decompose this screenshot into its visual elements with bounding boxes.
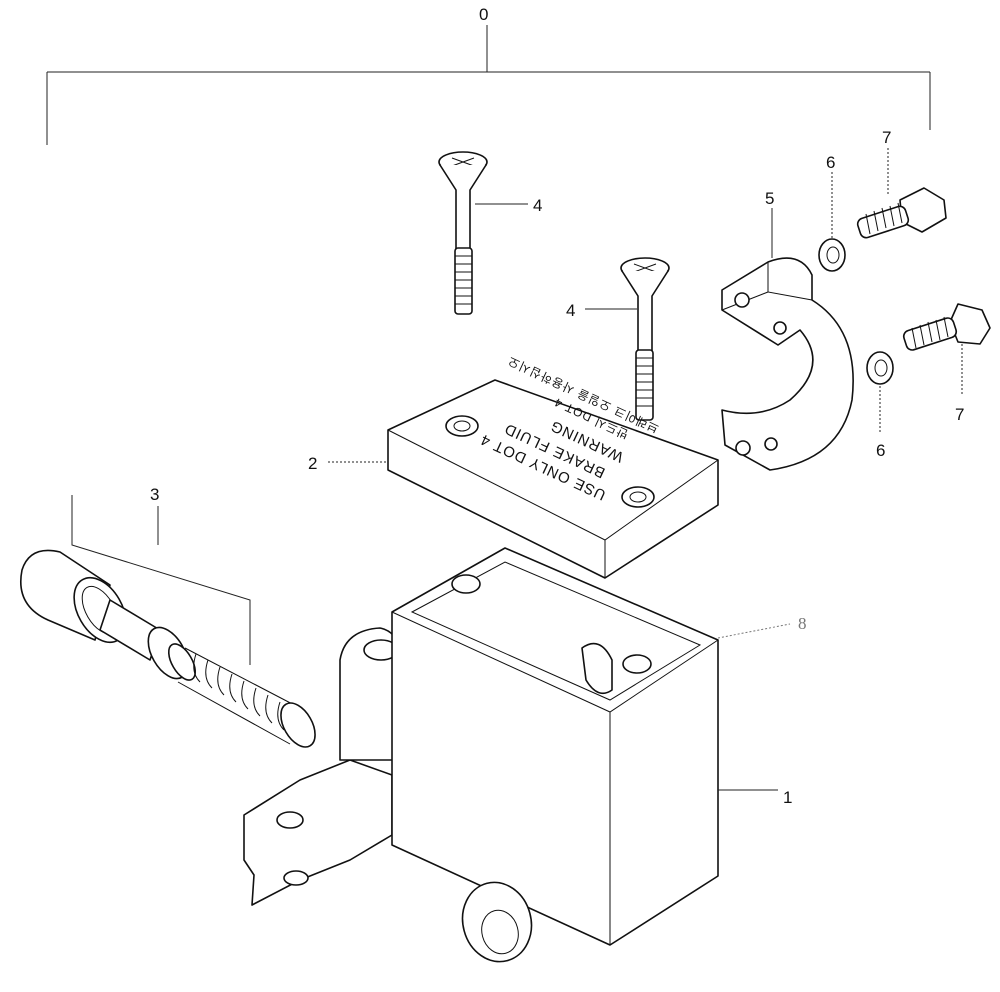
screw-middle: 4 [566,257,670,421]
callout-7-bottom: 7 [955,405,964,424]
clamp: 5 [721,189,854,471]
callout-6-top: 6 [826,153,835,172]
callout-1: 1 [783,788,792,807]
washer-top: 6 [818,153,846,272]
screw-top: 4 [438,151,542,315]
callout-4-top: 4 [533,196,542,215]
callout-3: 3 [150,485,159,504]
callout-2: 2 [308,454,317,473]
callout-8-group: 8 [717,614,807,639]
bolt-bottom: 7 [902,303,991,424]
reservoir-cover: USE ONLY DOT 4 BRAKE FLUID WARNING 반드시 D… [308,353,719,579]
callout-4-middle: 4 [566,301,575,320]
callout-6-bottom: 6 [876,441,885,460]
callout-7-top: 7 [882,128,891,147]
callout-0: 0 [479,5,488,24]
washer-bottom: 6 [866,351,894,460]
callout-8: 8 [798,614,807,633]
callout-5: 5 [765,189,774,208]
piston-kit: 3 [20,485,316,748]
bolt-top: 7 [856,128,947,239]
reservoir-body: 1 [243,547,792,963]
assembly-bracket: 0 [46,5,931,145]
